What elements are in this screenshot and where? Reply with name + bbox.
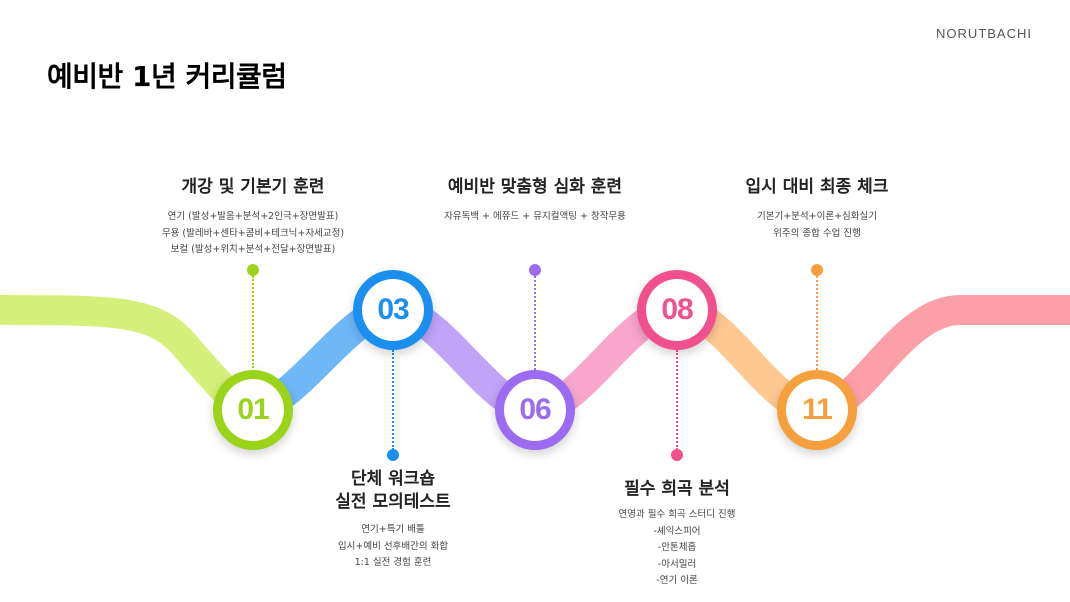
milestone-node-01: 01 [213, 370, 293, 450]
milestone-detail: 1:1 실전 경험 훈련 [354, 557, 432, 569]
connector-line-11 [816, 276, 818, 370]
milestone-heading: 예비반 맞춤형 심화 훈련 [447, 177, 623, 197]
connector-dot-11 [811, 264, 823, 276]
milestone-text-08: 필수 희곡 분석 연영과 필수 희곡 스터디 진행 -셰익스피어 -안톤체홉 -… [567, 478, 787, 590]
milestone-detail: 기본기+분석+이론+심화실기 [756, 210, 878, 222]
page-title: 예비반 1년 커리큘럼 [47, 60, 287, 93]
milestone-number: 08 [646, 279, 708, 341]
milestone-heading: 단체 워크숍 [350, 469, 436, 489]
milestone-node-11: 11 [777, 370, 857, 450]
milestone-detail: -아서밀러 [657, 558, 697, 570]
milestone-heading: 필수 희곡 분석 [624, 479, 730, 499]
milestone-number: 11 [786, 379, 848, 441]
connector-dot-08 [671, 449, 683, 461]
milestone-number: 03 [362, 279, 424, 341]
milestone-detail: 연영과 필수 희곡 스터디 진행 [618, 508, 736, 520]
milestone-detail: 위주의 종합 수업 진행 [773, 227, 861, 239]
connector-line-08 [676, 350, 678, 450]
milestone-text-11: 입시 대비 최종 체크 기본기+분석+이론+심화실기 위주의 종합 수업 진행 [707, 176, 927, 242]
connector-line-01 [252, 276, 254, 368]
milestone-detail: 연기 (발성+발음+분석+2인극+장면발표) [167, 210, 339, 222]
milestone-detail: -연기 이론 [656, 575, 698, 587]
milestone-text-06: 예비반 맞춤형 심화 훈련 자유독백 + 에쮸드 + 뮤지컬액팅 + 창작무용 [415, 176, 655, 226]
milestone-heading: 입시 대비 최종 체크 [745, 177, 889, 197]
milestone-node-06: 06 [495, 370, 575, 450]
brand-logo: NORUTBACHI [936, 26, 1032, 41]
connector-dot-01 [247, 264, 259, 276]
milestone-detail: 자유독백 + 에쮸드 + 뮤지컬액팅 + 창작무용 [444, 210, 626, 222]
milestone-node-08: 08 [637, 270, 717, 350]
milestone-heading: 실전 모의테스트 [335, 491, 451, 512]
milestone-detail: 보컬 (발성+위치+분석+전달+장면발표) [170, 244, 336, 256]
connector-dot-06 [529, 264, 541, 276]
milestone-detail: -안톤체홉 [657, 542, 697, 554]
milestone-text-01: 개강 및 기본기 훈련 연기 (발성+발음+분석+2인극+장면발표) 무용 (발… [133, 176, 373, 259]
milestone-detail: 무용 (발레바+센타+콤비+테크닉+자세교정) [161, 227, 345, 239]
milestone-text-03: 단체 워크숍 실전 모의테스트 연기+특기 배틀 입시+예비 선후배간의 화합 … [283, 468, 503, 572]
milestone-number: 06 [504, 379, 566, 441]
milestone-heading: 개강 및 기본기 훈련 [181, 177, 325, 197]
connector-line-06 [534, 276, 536, 370]
road-segment-6 [814, 295, 1070, 425]
milestone-number: 01 [222, 379, 284, 441]
connector-dot-03 [387, 449, 399, 461]
connector-line-03 [392, 350, 394, 450]
milestone-node-03: 03 [353, 270, 433, 350]
milestone-detail: -셰익스피어 [653, 525, 701, 537]
milestone-detail: 연기+특기 배틀 [361, 523, 425, 535]
milestone-detail: 입시+예비 선후배간의 화합 [337, 540, 449, 552]
